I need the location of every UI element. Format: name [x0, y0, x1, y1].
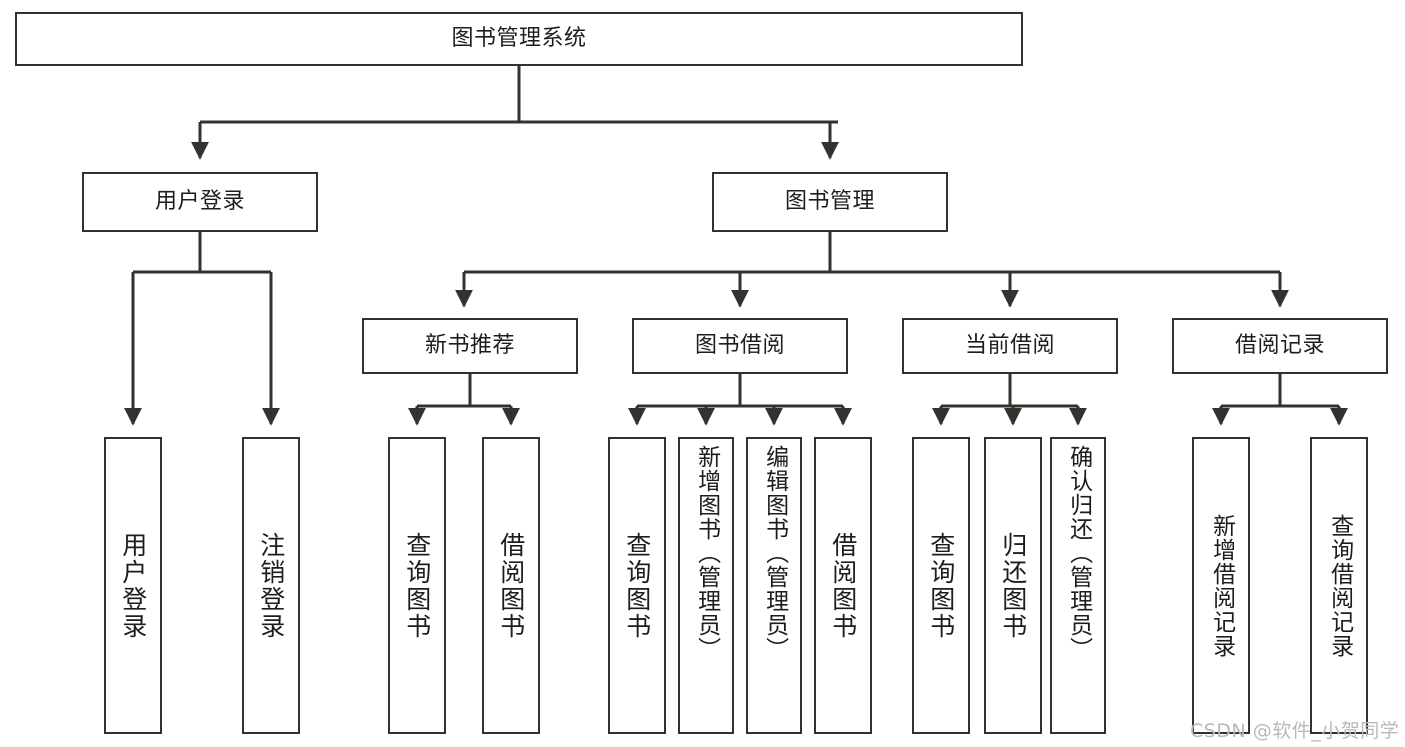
node-book-borrow[interactable]: 图书借阅: [632, 318, 848, 374]
leaf-borrow-book-recommend[interactable]: 借阅图书: [482, 437, 540, 734]
leaf-add-borrow-record[interactable]: 新增借阅记录: [1192, 437, 1250, 734]
node-label: 当前借阅: [964, 332, 1055, 358]
csdn-watermark: CSDN @软件_小贺同学: [1190, 720, 1400, 742]
node-label: 查询图书: [402, 531, 432, 640]
node-label: 确认归还（管理员）: [1065, 445, 1092, 661]
node-label: 用户登录: [118, 531, 148, 640]
node-label: 图书管理: [784, 188, 875, 214]
node-label: 查询借阅记录: [1326, 513, 1353, 658]
leaf-query-book-borrow[interactable]: 查询图书: [608, 437, 666, 734]
leaf-query-book-recommend[interactable]: 查询图书: [388, 437, 446, 734]
node-root[interactable]: 图书管理系统: [15, 12, 1023, 66]
node-label: 归还图书: [998, 531, 1028, 640]
leaf-return-book[interactable]: 归还图书: [984, 437, 1042, 734]
node-label: 用户登录: [154, 188, 245, 214]
node-label: 借阅图书: [496, 531, 526, 640]
node-label: 新增借阅记录: [1208, 513, 1235, 658]
node-label: 查询图书: [926, 531, 956, 640]
node-user-login[interactable]: 用户登录: [82, 172, 318, 232]
leaf-query-borrow-record[interactable]: 查询借阅记录: [1310, 437, 1368, 734]
node-label: 图书借阅: [694, 332, 785, 358]
leaf-edit-book-admin[interactable]: 编辑图书（管理员）: [746, 437, 802, 734]
node-label: 新书推荐: [424, 332, 515, 358]
leaf-borrow-book[interactable]: 借阅图书: [814, 437, 872, 734]
node-label: 查询图书: [622, 531, 652, 640]
leaf-confirm-return-admin[interactable]: 确认归还（管理员）: [1050, 437, 1106, 734]
leaf-query-book-current[interactable]: 查询图书: [912, 437, 970, 734]
node-label: 注销登录: [256, 531, 286, 640]
node-new-book-recommend[interactable]: 新书推荐: [362, 318, 578, 374]
node-book-management[interactable]: 图书管理: [712, 172, 948, 232]
node-label: 图书管理系统: [451, 25, 587, 51]
node-label: 借阅记录: [1234, 332, 1325, 358]
node-label: 借阅图书: [828, 531, 858, 640]
node-label: 编辑图书（管理员）: [761, 445, 788, 661]
leaf-user-login[interactable]: 用户登录: [104, 437, 162, 734]
node-borrow-records[interactable]: 借阅记录: [1172, 318, 1388, 374]
leaf-logout[interactable]: 注销登录: [242, 437, 300, 734]
node-label: 新增图书（管理员）: [693, 445, 720, 661]
node-current-borrow[interactable]: 当前借阅: [902, 318, 1118, 374]
leaf-add-book-admin[interactable]: 新增图书（管理员）: [678, 437, 734, 734]
